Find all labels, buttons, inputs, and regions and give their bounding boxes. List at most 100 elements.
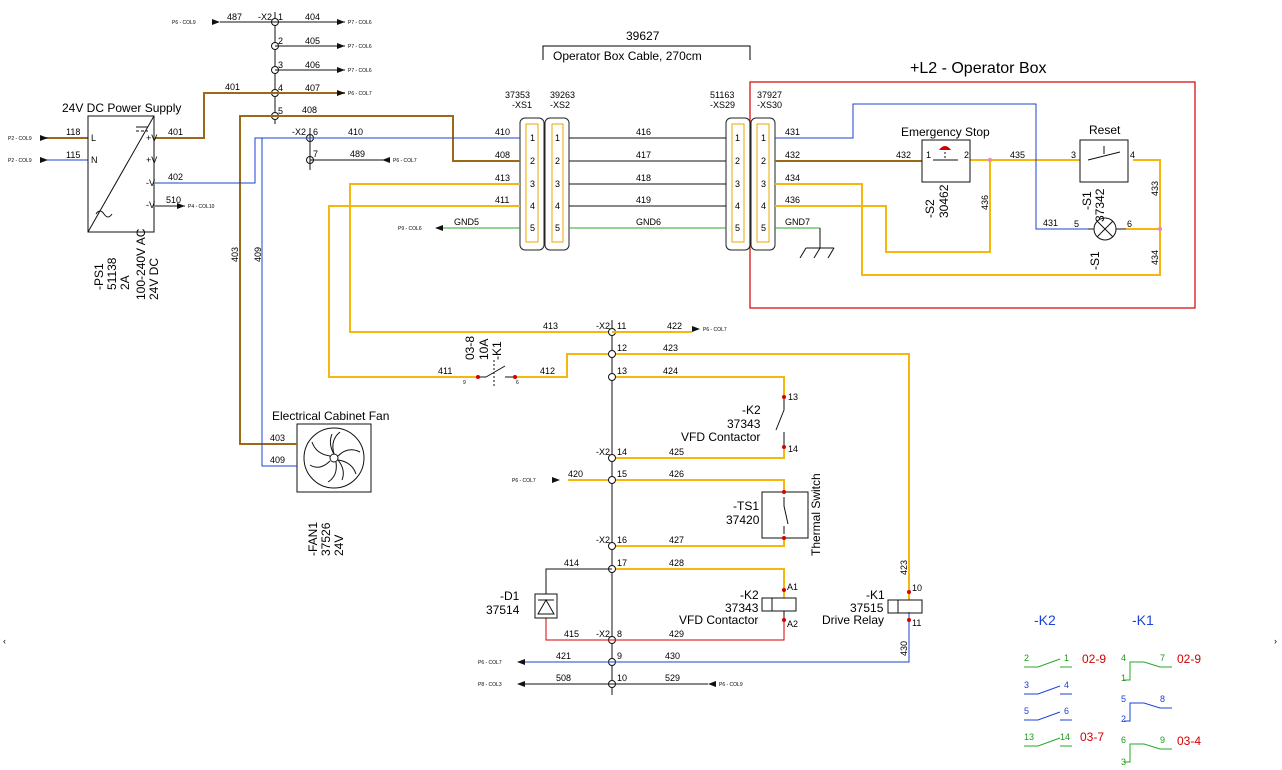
wire-431b: 431 — [1043, 218, 1058, 228]
svg-text:P6 - COL7: P6 - COL7 — [348, 91, 372, 97]
emergency-stop-symbol — [921, 139, 971, 183]
breaker-k1 — [476, 360, 517, 388]
wire-430b: 430 — [899, 641, 909, 656]
svg-text:115: 115 — [66, 150, 80, 160]
svg-text:1: 1 — [735, 133, 740, 143]
svg-text:P6 - COL7: P6 - COL7 — [703, 327, 727, 333]
svg-text:6: 6 — [313, 127, 318, 137]
reset-symbol — [1079, 139, 1129, 183]
svg-text:118: 118 — [66, 127, 80, 137]
svg-text:P6 - COL7: P6 - COL7 — [478, 660, 502, 666]
svg-text:7: 7 — [313, 149, 318, 159]
svg-text:430: 430 — [665, 651, 680, 661]
svg-text:421: 421 — [556, 651, 571, 661]
scroll-left-icon[interactable]: ‹ — [3, 636, 6, 646]
wire-434b: 434 — [1150, 250, 1160, 265]
k1-coil-desc: Drive Relay — [822, 613, 884, 627]
xref-k1-title: -K1 — [1132, 612, 1154, 628]
svg-text:11: 11 — [617, 321, 626, 331]
svg-text:404: 404 — [305, 12, 320, 22]
svg-text:GND6: GND6 — [636, 217, 661, 227]
svg-text:1: 1 — [1064, 653, 1069, 663]
svg-text:412: 412 — [540, 366, 555, 376]
thermal-desc: Thermal Switch — [809, 473, 823, 556]
svg-text:419: 419 — [636, 195, 651, 205]
svg-text:411: 411 — [495, 195, 509, 205]
svg-text:100-240V AC: 100-240V AC — [134, 228, 148, 300]
svg-text:432: 432 — [785, 150, 800, 160]
svg-text:426: 426 — [669, 469, 684, 479]
reset-rotated-labels: -S1 37342 -S1 — [1080, 188, 1107, 270]
svg-text:431: 431 — [785, 127, 800, 137]
lamp-pin6: 6 — [1127, 219, 1132, 229]
connector-xs1-xs2 — [519, 117, 570, 251]
svg-text:03-8: 03-8 — [463, 336, 477, 360]
svg-text:3: 3 — [1024, 680, 1029, 690]
svg-text:1: 1 — [1121, 673, 1126, 683]
svg-text:30462: 30462 — [937, 184, 951, 218]
svg-text:5: 5 — [761, 223, 766, 233]
k1-coil-tag: -K1 — [866, 588, 885, 602]
svg-text:508: 508 — [556, 673, 571, 683]
svg-text:P6 - COL7: P6 - COL7 — [512, 478, 536, 484]
svg-text:37526: 37526 — [319, 522, 333, 556]
breaker-rotated-labels: 03-8 10A -K1 — [463, 336, 504, 360]
svg-text:401: 401 — [168, 127, 183, 137]
scroll-right-icon[interactable]: › — [1274, 636, 1277, 646]
wire-431 — [775, 103, 1088, 230]
svg-text:P7 - COL6: P7 - COL6 — [348, 68, 372, 74]
fan-title: Electrical Cabinet Fan — [272, 409, 389, 423]
xs2-part: 39263 — [550, 90, 575, 100]
ps-title: 24V DC Power Supply — [62, 101, 181, 115]
svg-text:418: 418 — [636, 173, 651, 183]
svg-text:423: 423 — [663, 343, 678, 353]
thermal-switch — [761, 490, 809, 540]
svg-text:2A: 2A — [118, 275, 132, 290]
thermal-tag: -TS1 — [733, 499, 759, 513]
svg-text:24V: 24V — [332, 535, 346, 556]
cable-wire-labels: 416 417 418 419 GND6 — [636, 127, 661, 227]
svg-text:+V: +V — [146, 133, 157, 143]
estop-pin1: 1 — [926, 150, 931, 160]
svg-text:3: 3 — [555, 179, 560, 189]
k1-coil-p10: 10 — [912, 583, 922, 593]
svg-text:429: 429 — [669, 629, 684, 639]
svg-text:4: 4 — [735, 201, 740, 211]
svg-text:6: 6 — [1064, 706, 1069, 716]
wire-435: 435 — [1010, 150, 1025, 160]
svg-text:6: 6 — [1121, 735, 1126, 745]
svg-text:424: 424 — [663, 366, 678, 376]
k2-coil-desc: VFD Contactor — [679, 613, 758, 627]
page-refs: P6 - COL9 P7 - COL6 P7 - COL6 P7 - COL6 … — [8, 20, 743, 688]
lamp-pin5: 5 — [1074, 219, 1079, 229]
svg-text:1: 1 — [278, 12, 283, 22]
svg-text:2: 2 — [1121, 714, 1126, 724]
xref-k1-contacts — [1124, 661, 1172, 763]
cable-bracket — [542, 45, 751, 60]
svg-text:8: 8 — [1160, 694, 1165, 704]
k2-coil — [761, 588, 797, 622]
svg-text:-X2: -X2 — [596, 629, 610, 639]
x2-label-6: -X2 — [292, 127, 306, 137]
svg-text:1: 1 — [555, 133, 560, 143]
svg-text:-PS1: -PS1 — [92, 263, 106, 290]
svg-text:-X2: -X2 — [596, 321, 610, 331]
svg-text:2: 2 — [530, 156, 535, 166]
svg-text:407: 407 — [305, 83, 320, 93]
svg-text:416: 416 — [636, 127, 651, 137]
xs30-tag: -XS30 — [757, 100, 782, 110]
svg-text:410: 410 — [495, 127, 510, 137]
svg-text:P2 - COL9: P2 - COL9 — [8, 158, 32, 164]
svg-text:14: 14 — [1060, 732, 1070, 742]
diode-symbol — [534, 593, 558, 619]
xref-k2-ref-4: 03-7 — [1080, 730, 1104, 744]
svg-text:406: 406 — [305, 60, 320, 70]
svg-text:7: 7 — [1160, 653, 1165, 663]
estop-pin2: 2 — [964, 150, 969, 160]
svg-text:401: 401 — [225, 82, 240, 92]
xref-k2-ref-1: 02-9 — [1082, 652, 1106, 666]
x2-top-numbers: 1 2 3 4 5 6 7 — [278, 12, 318, 159]
k2-coil-a2: A2 — [787, 619, 798, 629]
svg-text:413: 413 — [543, 321, 558, 331]
svg-text:12: 12 — [617, 343, 627, 353]
